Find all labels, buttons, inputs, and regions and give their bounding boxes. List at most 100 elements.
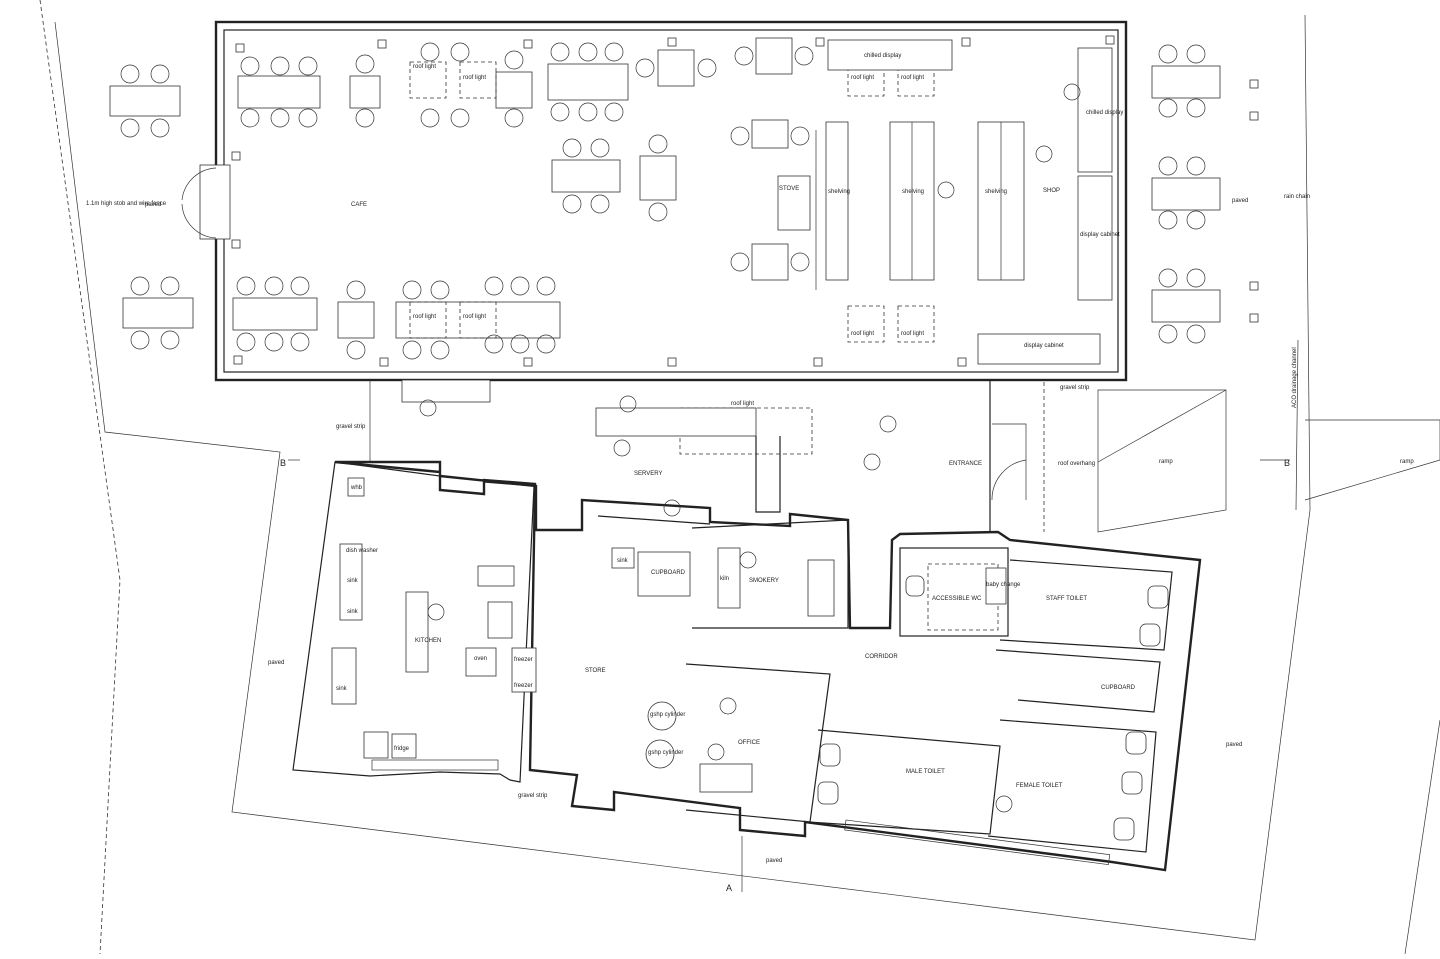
kitchen-island <box>405 591 429 673</box>
fence-line <box>39 0 121 955</box>
label-fence: 1.1m high stob and wire fence <box>86 201 167 207</box>
gravel-strip-toilets <box>844 819 1111 866</box>
label-freezer-1: freezer <box>514 657 533 663</box>
label-gshp-cylinder-1: gshp cylinder <box>650 712 685 718</box>
label-display-cabinet-side: display cabinet <box>1080 232 1120 238</box>
label-roof-light-1: roof light <box>413 64 436 70</box>
label-corridor: CORRIDOR <box>865 654 898 660</box>
label-gravel-strip-3: gravel strip <box>518 793 548 799</box>
label-roof-light-5: roof light <box>851 331 874 337</box>
label-male-toilet: MALE TOILET <box>906 769 945 775</box>
office-desk <box>699 763 753 793</box>
label-roof-light-2: roof light <box>463 75 486 81</box>
label-section-b-right: B <box>1284 458 1290 468</box>
label-servery: SERVERY <box>634 471 662 477</box>
cupboard-room <box>637 551 691 597</box>
whb-unit <box>347 477 365 497</box>
label-chilled-display: chilled display <box>864 53 901 59</box>
label-dish-washer: dish washer <box>346 548 378 554</box>
label-cafe: CAFE <box>351 202 367 208</box>
label-staff-toilet: STAFF TOILET <box>1046 596 1087 602</box>
label-fridge: fridge <box>394 746 410 752</box>
shop-fittings <box>777 39 1113 365</box>
aco-channel-line <box>1295 339 1299 511</box>
site-boundary <box>54 14 1311 941</box>
label-section-a: A <box>726 883 732 893</box>
baby-change-unit <box>985 567 1007 605</box>
label-sink-4: sink <box>617 558 629 564</box>
label-paved-nw: paved <box>145 202 161 208</box>
kitchen-sink-unit <box>331 647 357 705</box>
cafe-west-door-swing <box>181 167 217 239</box>
label-entrance: ENTRANCE <box>949 461 982 467</box>
gshp-cylinder-2 <box>645 739 675 769</box>
ramp-outline <box>1097 389 1227 533</box>
kitchen-worktop <box>363 731 389 759</box>
kitchen-wall <box>292 461 535 783</box>
label-store: STORE <box>585 668 606 674</box>
label-paved-ne: paved <box>1232 198 1248 204</box>
store-sink <box>611 547 635 569</box>
cafe-west-door-opening <box>199 164 231 240</box>
label-kitchen: KITCHEN <box>415 638 441 644</box>
label-baby-change: baby change <box>986 582 1021 588</box>
label-accessible-wc: ACCESSIBLE WC <box>932 596 982 602</box>
columns <box>231 35 1259 367</box>
label-stove: STOVE <box>779 186 799 192</box>
male-toilet-room <box>807 729 1001 835</box>
label-female-toilet: FEMALE TOILET <box>1016 783 1063 789</box>
hob <box>487 601 513 639</box>
smokery-room <box>691 519 849 629</box>
store-partition <box>597 515 711 525</box>
dish-washer-sink-unit <box>339 543 363 621</box>
label-rain-chain: rain chain <box>1284 194 1310 200</box>
label-gravel-strip-2: gravel strip <box>1060 385 1090 391</box>
label-cupboard-2: CUPBOARD <box>1101 685 1136 691</box>
label-freezer-2: freezer <box>514 683 533 689</box>
site-edge-lower-right <box>1404 719 1440 955</box>
label-smokery: SMOKERY <box>749 578 779 584</box>
label-cupboard: CUPBOARD <box>651 570 686 576</box>
label-oven: oven <box>474 656 487 662</box>
label-roof-light-7: roof light <box>413 314 436 320</box>
entrance-door <box>991 423 1027 501</box>
gshp-cylinder-1 <box>647 701 677 731</box>
label-paved-s: paved <box>766 858 782 864</box>
label-ramp-2: ramp <box>1400 459 1414 465</box>
label-sink-2: sink <box>347 609 359 615</box>
lower-block-outer-wall <box>334 460 1202 872</box>
accessible-wc-turning-space <box>927 563 999 631</box>
label-gshp-cylinder-2: gshp cylinder <box>648 750 683 756</box>
label-roof-light-6: roof light <box>901 331 924 337</box>
label-roof-light-8: roof light <box>463 314 486 320</box>
cafe-chairs <box>120 42 1206 360</box>
site-edge-right <box>1304 419 1440 501</box>
label-shelving-3: shelving <box>985 189 1007 195</box>
label-shelving-2: shelving <box>902 189 924 195</box>
servery-return <box>755 436 781 513</box>
kiln <box>717 547 741 609</box>
hob-worktop <box>477 565 515 587</box>
people-figures <box>419 83 1081 813</box>
female-toilet-room <box>987 719 1157 853</box>
label-section-b-left: B <box>280 458 286 468</box>
label-paved-e: paved <box>1226 742 1242 748</box>
label-ramp: ramp <box>1159 459 1173 465</box>
label-paved-w: paved <box>268 660 284 666</box>
label-roof-light-3: roof light <box>851 75 874 81</box>
staff-toilet-room <box>999 559 1173 651</box>
gravel-strip-kitchen <box>371 759 499 771</box>
label-roof-light-9: roof light <box>731 401 754 407</box>
fridge-unit <box>391 733 417 759</box>
smokery-units <box>807 559 835 617</box>
label-roof-light-4: roof light <box>901 75 924 81</box>
label-chilled-display-side: chilled display <box>1086 110 1123 116</box>
label-gravel-strip-1: gravel strip <box>336 424 366 430</box>
label-aco-channel: ACO drainage channel <box>1292 347 1298 408</box>
label-office: OFFICE <box>738 740 760 746</box>
label-shop: SHOP <box>1043 188 1060 194</box>
accessible-wc-room <box>899 547 1009 637</box>
label-sink-3: sink <box>336 686 348 692</box>
wc-pans <box>817 575 1169 841</box>
label-display-cabinet: display cabinet <box>1024 343 1064 349</box>
